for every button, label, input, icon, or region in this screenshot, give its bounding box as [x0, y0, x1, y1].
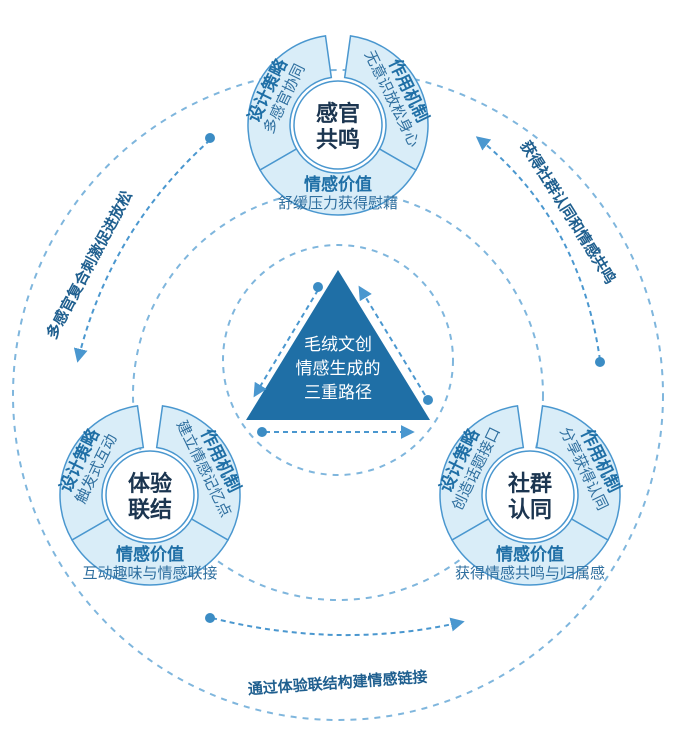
- node-sensory-resonance: 设计策略多感官协同作用机制无意识放松身心情感价值舒缓压力获得慰藉感官共鸣: [243, 35, 433, 216]
- tri-dot-left: [257, 427, 267, 437]
- value-segment: [71, 517, 229, 586]
- design-segment: [247, 35, 333, 172]
- center-line-1: 毛绒文创: [304, 335, 372, 355]
- hub-label-line: 认同: [508, 498, 552, 523]
- tri-arrow-right: [358, 285, 426, 396]
- core-dashed-ring: [222, 244, 454, 476]
- hub-label-line: 社群: [508, 471, 552, 497]
- tri-dot-right: [423, 395, 433, 405]
- mechanism-segment: [155, 405, 241, 542]
- center-triangle: [246, 270, 430, 420]
- left-arc-arrow: [73, 139, 211, 363]
- value-subtitle: 互动趣味与情感联接: [82, 564, 217, 582]
- hub-label-line: 共鸣: [316, 127, 360, 153]
- hub-circle: [105, 450, 195, 540]
- hub-label-line: 体验: [128, 471, 172, 497]
- node-community-identity: 设计策略创造话题接口作用机制分享获得认同情感价值获得情感共鸣与归属感社群认同: [435, 405, 625, 586]
- bottom-arc-arrow: [211, 617, 465, 637]
- left-arc-dot: [205, 133, 215, 143]
- center-line-3: 三重路径: [304, 383, 372, 403]
- node-experience-connection: 设计策略触发式互动作用机制建立情感记忆点情感价值互动趣味与情感联接体验联结: [55, 405, 245, 586]
- value-segment: [259, 147, 417, 216]
- hub-label-line: 联结: [128, 497, 172, 523]
- design-segment: [439, 405, 525, 542]
- value-subtitle: 获得情感共鸣与归属感: [455, 564, 605, 582]
- tri-dot-top: [313, 282, 323, 292]
- outer-dashed-ring: [12, 69, 664, 721]
- value-title: 情感价值: [116, 544, 184, 565]
- bottom-arc-dot: [205, 613, 215, 623]
- hub-label-line: 感官: [316, 101, 360, 127]
- mechanism-segment: [535, 405, 621, 542]
- value-title: 情感价值: [496, 544, 564, 565]
- value-subtitle: 舒缓压力获得慰藉: [278, 194, 398, 212]
- bottom-arc-label: 通过体验联结构建情感链接: [247, 668, 428, 699]
- mechanism-segment: [343, 35, 429, 172]
- hub-circle: [485, 450, 575, 540]
- right-arc-dot: [595, 357, 605, 367]
- value-segment: [451, 517, 609, 586]
- right-arc-label: 获得社群认同和情感共鸣: [517, 138, 620, 287]
- hub-circle: [293, 80, 383, 170]
- design-segment: [59, 405, 145, 542]
- value-title: 情感价值: [304, 174, 372, 195]
- center-line-2: 情感生成的: [296, 359, 381, 379]
- tri-arrow-left: [253, 289, 319, 398]
- right-arc-arrow: [475, 136, 601, 361]
